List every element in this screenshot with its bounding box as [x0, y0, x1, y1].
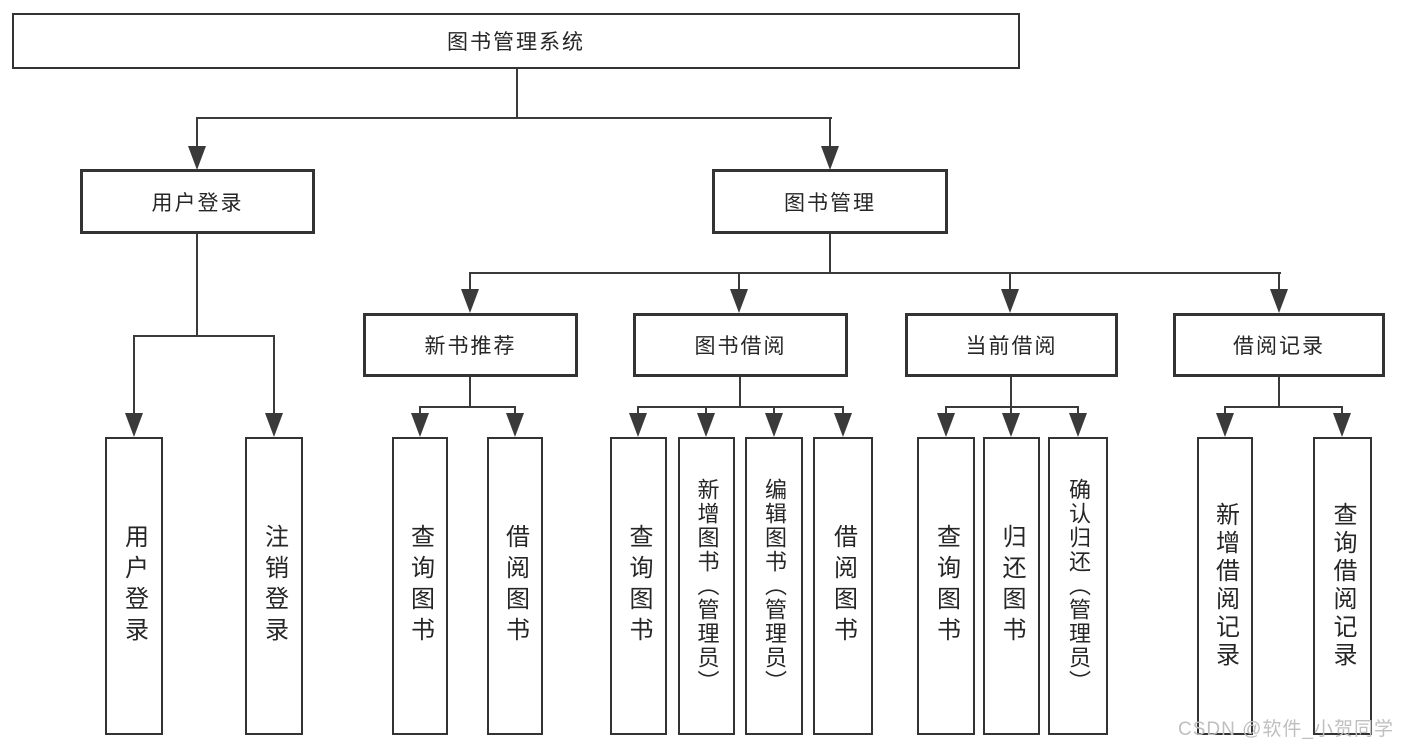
- arrowhead: [697, 413, 715, 437]
- connector-line: [945, 406, 1079, 408]
- node-label: 归还图书: [998, 524, 1025, 648]
- connector-line: [133, 335, 275, 337]
- node-new-book-recommend: 新书推荐: [363, 313, 578, 377]
- connector-line: [196, 117, 198, 150]
- node-borrow-records: 借阅记录: [1173, 313, 1385, 377]
- arrowhead: [765, 413, 783, 437]
- node-leaf-br-query-record: 查询借阅记录: [1313, 437, 1372, 735]
- node-label: 新书推荐: [424, 335, 517, 358]
- arrowhead: [125, 413, 143, 437]
- arrowhead: [265, 413, 283, 437]
- connector-line: [1224, 406, 1226, 418]
- connector-line: [1278, 377, 1280, 408]
- connector-line: [196, 234, 198, 337]
- connector-line: [842, 406, 844, 418]
- node-label: 借阅图书: [501, 524, 529, 648]
- connector-line: [1278, 272, 1280, 294]
- node-leaf-logout: 注销登录: [245, 437, 303, 735]
- connector-line: [829, 234, 831, 274]
- node-label: 编辑图书（管理员）: [762, 478, 787, 694]
- node-label: 确认归还（管理员）: [1066, 478, 1091, 694]
- connector-line: [516, 69, 518, 118]
- node-current-borrow: 当前借阅: [905, 313, 1118, 377]
- connector-line: [829, 117, 831, 150]
- connector-line: [738, 272, 740, 294]
- connector-line: [1009, 272, 1011, 294]
- connector-line: [469, 272, 471, 294]
- arrowhead: [1002, 413, 1020, 437]
- connector-line: [637, 406, 844, 408]
- node-leaf-bb-add-book-admin: 新增图书（管理员）: [678, 437, 735, 735]
- node-label: 用户登录: [151, 191, 244, 215]
- arrowhead: [821, 146, 839, 170]
- connector-line: [196, 117, 832, 119]
- connector-line: [1341, 406, 1343, 418]
- connector-line: [419, 406, 421, 418]
- arrowhead: [188, 146, 206, 170]
- node-leaf-bb-borrow-book: 借阅图书: [813, 437, 873, 735]
- node-leaf-nb-borrow-book: 借阅图书: [487, 437, 543, 735]
- node-root-library-system: 图书管理系统: [12, 13, 1020, 69]
- node-label: 查询借阅记录: [1329, 502, 1356, 670]
- connector-line: [705, 406, 707, 418]
- arrowhead: [461, 289, 479, 313]
- node-user-login: 用户登录: [80, 169, 315, 234]
- connector-line: [469, 272, 1281, 274]
- connector-line: [739, 377, 741, 408]
- arrowhead: [506, 413, 524, 437]
- node-label: 注销登录: [260, 524, 288, 648]
- node-label: 查询图书: [625, 524, 652, 648]
- node-label: 用户登录: [120, 524, 148, 648]
- node-leaf-cb-query-book: 查询图书: [917, 437, 975, 735]
- node-label: 查询图书: [406, 524, 434, 648]
- connector-line: [133, 335, 135, 417]
- arrowhead: [629, 413, 647, 437]
- connector-line: [419, 406, 516, 408]
- connector-line: [637, 406, 639, 418]
- connector-line: [469, 377, 471, 408]
- node-leaf-nb-query-book: 查询图书: [392, 437, 448, 735]
- arrowhead: [1333, 413, 1351, 437]
- connector-line: [773, 406, 775, 418]
- node-label: 查询图书: [932, 524, 960, 648]
- node-label: 借阅记录: [1233, 335, 1325, 358]
- arrowhead: [937, 413, 955, 437]
- node-book-borrow: 图书借阅: [633, 313, 848, 377]
- node-leaf-bb-edit-book-admin: 编辑图书（管理员）: [745, 437, 803, 735]
- connector-line: [1077, 406, 1079, 418]
- node-leaf-cb-confirm-return-admin: 确认归还（管理员）: [1048, 437, 1108, 735]
- connector-line: [1010, 377, 1012, 408]
- node-label: 当前借阅: [965, 335, 1058, 358]
- connector-line: [1224, 406, 1343, 408]
- node-label: 图书管理: [784, 191, 876, 215]
- arrowhead: [1270, 289, 1288, 313]
- node-label: 图书借阅: [694, 335, 787, 358]
- connector-line: [273, 335, 275, 417]
- connector-line: [514, 406, 516, 418]
- node-label: 借阅图书: [829, 524, 857, 648]
- node-leaf-bb-query-book: 查询图书: [610, 437, 667, 735]
- arrowhead: [1001, 289, 1019, 313]
- connector-line: [1010, 406, 1012, 418]
- arrowhead: [730, 289, 748, 313]
- node-label: 新增借阅记录: [1211, 502, 1239, 670]
- node-label: 图书管理系统: [447, 31, 585, 54]
- arrowhead: [1216, 413, 1234, 437]
- arrowhead: [834, 413, 852, 437]
- connector-line: [945, 406, 947, 418]
- node-leaf-user-login: 用户登录: [105, 437, 163, 735]
- node-label: 新增图书（管理员）: [694, 478, 720, 694]
- node-leaf-cb-return-book: 归还图书: [983, 437, 1040, 735]
- node-leaf-br-add-record: 新增借阅记录: [1197, 437, 1253, 735]
- arrowhead: [411, 413, 429, 437]
- arrowhead: [1069, 413, 1087, 437]
- csdn-watermark: CSDN @软件_小贺同学: [1178, 719, 1394, 740]
- node-book-management: 图书管理: [712, 169, 948, 234]
